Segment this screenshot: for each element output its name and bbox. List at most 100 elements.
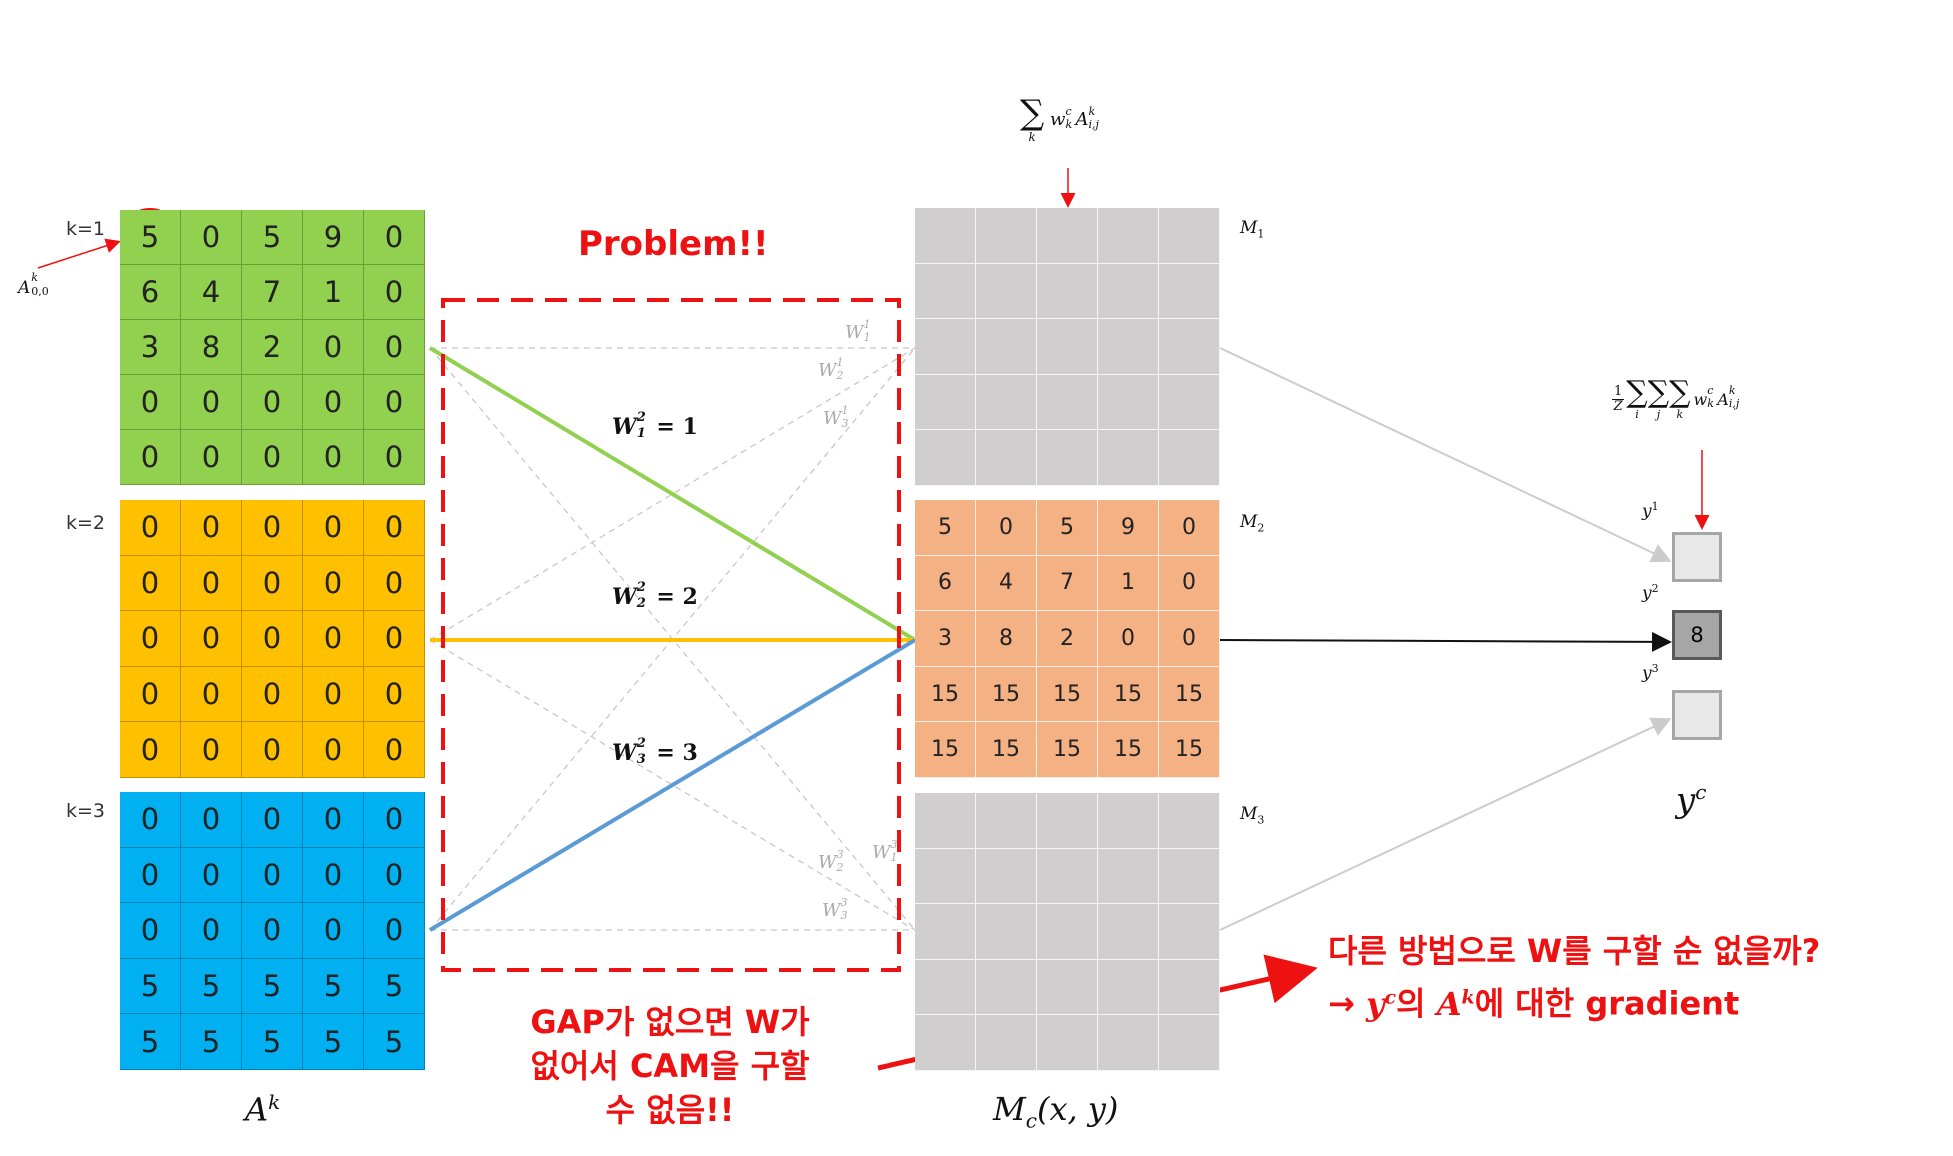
empty-cell bbox=[1159, 374, 1220, 431]
cam-value-cell: 15 bbox=[915, 666, 976, 723]
feature-value-cell: 0 bbox=[181, 666, 242, 723]
empty-cell bbox=[915, 959, 976, 1016]
feature-value-cell: 5 bbox=[364, 1014, 425, 1070]
cam-value-cell: 5 bbox=[1037, 500, 1098, 556]
feature-value-cell: 0 bbox=[120, 375, 181, 430]
feature-value-cell: 0 bbox=[120, 430, 181, 485]
cam-value-cell: 15 bbox=[1037, 722, 1098, 778]
feature-value-cell: 0 bbox=[181, 500, 242, 556]
y-label-3: y3 bbox=[1642, 662, 1659, 684]
empty-cell bbox=[1037, 263, 1098, 320]
m-label-1: M1 bbox=[1240, 218, 1265, 241]
feature-value-cell: 0 bbox=[120, 903, 181, 959]
feature-value-cell: 3 bbox=[120, 320, 181, 375]
empty-cell bbox=[1159, 319, 1220, 375]
empty-cell bbox=[915, 904, 976, 960]
feature-value-cell: 0 bbox=[303, 375, 364, 430]
empty-cell bbox=[976, 208, 1037, 264]
feature-value-cell: 5 bbox=[120, 1014, 181, 1070]
feature-value-cell: 0 bbox=[120, 722, 181, 778]
feature-value-cell: 0 bbox=[242, 375, 303, 430]
question-text: 다른 방법으로 W를 구할 순 없을까? → yc의 Ak에 대한 gradie… bbox=[1328, 928, 1820, 1027]
cam-value-cell: 15 bbox=[1159, 666, 1220, 723]
feature-value-cell: 0 bbox=[364, 210, 425, 265]
feature-value-cell: 0 bbox=[181, 722, 242, 778]
empty-cell bbox=[915, 319, 976, 375]
class-map-m3 bbox=[915, 793, 1220, 1071]
empty-cell bbox=[976, 319, 1037, 375]
feature-value-cell: 5 bbox=[242, 210, 303, 265]
feature-value-cell: 0 bbox=[364, 903, 425, 959]
empty-cell bbox=[1159, 263, 1220, 320]
empty-cell bbox=[976, 263, 1037, 320]
empty-cell bbox=[1159, 848, 1220, 905]
empty-cell bbox=[1159, 208, 1220, 264]
gap-note: GAP가 없으면 W가 없어서 CAM을 구할 수 없음!! bbox=[530, 1003, 810, 1129]
feature-value-cell: 0 bbox=[242, 903, 303, 959]
empty-cell bbox=[1098, 430, 1159, 486]
feature-value-cell: 0 bbox=[120, 792, 181, 848]
feature-value-cell: 6 bbox=[120, 265, 181, 320]
feature-value-cell: 0 bbox=[242, 847, 303, 904]
cam-value-cell: 7 bbox=[1037, 555, 1098, 612]
empty-cell bbox=[976, 959, 1037, 1016]
feature-value-cell: 4 bbox=[181, 265, 242, 320]
weight-line-3 bbox=[428, 638, 917, 932]
empty-cell bbox=[1098, 959, 1159, 1016]
y-output-2: 8 bbox=[1672, 610, 1722, 660]
empty-cell bbox=[1037, 904, 1098, 960]
empty-cell bbox=[1037, 208, 1098, 264]
cam-value-cell: 0 bbox=[1159, 611, 1220, 667]
feature-value-cell: 0 bbox=[303, 500, 364, 556]
feature-value-cell: 0 bbox=[120, 555, 181, 612]
feature-value-cell: 0 bbox=[242, 430, 303, 485]
cam-value-cell: 4 bbox=[976, 555, 1037, 612]
yc-caption: yc bbox=[1676, 780, 1707, 821]
feature-value-cell: 0 bbox=[364, 555, 425, 612]
empty-cell bbox=[1098, 319, 1159, 375]
mc-caption: Mc(x, y) bbox=[993, 1090, 1119, 1133]
question-line-1: 다른 방법으로 W를 구할 순 없을까? bbox=[1328, 932, 1821, 970]
cam-value-cell: 3 bbox=[915, 611, 976, 667]
empty-cell bbox=[976, 1015, 1037, 1071]
cam-value-cell: 15 bbox=[976, 722, 1037, 778]
y-label-2: y2 bbox=[1642, 582, 1659, 604]
empty-cell bbox=[976, 793, 1037, 849]
cam-value-cell: 0 bbox=[1098, 611, 1159, 667]
feature-value-cell: 0 bbox=[364, 847, 425, 904]
feature-value-cell: 2 bbox=[242, 320, 303, 375]
cam-value-cell: 9 bbox=[1098, 500, 1159, 556]
cam-value-cell: 0 bbox=[1159, 500, 1220, 556]
empty-cell bbox=[915, 1015, 976, 1071]
class-map-m1 bbox=[915, 208, 1220, 486]
feature-value-cell: 0 bbox=[303, 722, 364, 778]
feature-value-cell: 0 bbox=[181, 430, 242, 485]
feature-value-cell: 0 bbox=[242, 611, 303, 667]
feature-value-cell: 0 bbox=[364, 500, 425, 556]
cam-value-cell: 15 bbox=[1159, 722, 1220, 778]
k-label-2: k=2 bbox=[66, 512, 106, 534]
feature-value-cell: 0 bbox=[181, 903, 242, 959]
empty-cell bbox=[1098, 208, 1159, 264]
empty-cell bbox=[915, 793, 976, 849]
empty-cell bbox=[1037, 959, 1098, 1016]
feature-value-cell: 0 bbox=[364, 375, 425, 430]
empty-cell bbox=[1159, 904, 1220, 960]
feature-value-cell: 8 bbox=[181, 320, 242, 375]
feature-value-cell: 0 bbox=[303, 792, 364, 848]
y-label-1: y1 bbox=[1642, 500, 1659, 522]
feature-value-cell: 0 bbox=[181, 555, 242, 612]
feature-value-cell: 9 bbox=[303, 210, 364, 265]
